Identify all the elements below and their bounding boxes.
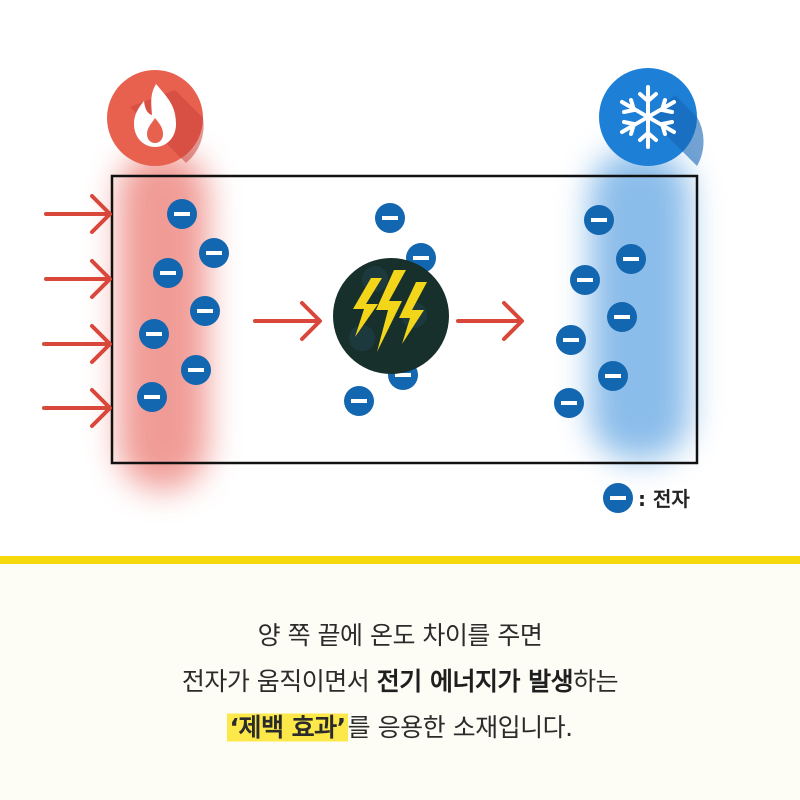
- heat-arrow: [44, 194, 112, 234]
- fire-icon: [107, 70, 204, 166]
- electron: [616, 244, 646, 274]
- flow-arrow-right: [456, 301, 524, 341]
- caption-text: 전자가 움직이면서: [181, 667, 377, 696]
- electron: [199, 238, 229, 268]
- electron: [167, 199, 197, 229]
- electron: [375, 203, 405, 233]
- electron: [607, 302, 637, 332]
- electron: [139, 319, 169, 349]
- heat-input-arrows: [42, 194, 112, 428]
- seebeck-diagram: [42, 68, 704, 513]
- electron: [344, 386, 374, 416]
- legend-electron-icon: [603, 483, 633, 513]
- flow-arrow-left: [253, 301, 322, 341]
- material-box: [110, 174, 699, 465]
- electron: [181, 355, 211, 385]
- caption-line-2: 전자가 움직이면서 전기 에너지가 발생하는: [0, 662, 800, 698]
- caption-text: 하는: [573, 667, 619, 696]
- electron: [554, 388, 584, 418]
- electron: [153, 258, 183, 288]
- caption-highlight: ‘제백 효과’: [227, 711, 348, 744]
- electron: [190, 296, 220, 326]
- electrons-hot-side: [137, 199, 229, 412]
- heat-arrow: [44, 259, 112, 299]
- electron: [584, 205, 614, 235]
- energy-generation: [333, 258, 449, 374]
- caption-text: 를 응용한 소재입니다.: [347, 713, 573, 742]
- divider: [0, 556, 800, 564]
- electron: [570, 265, 600, 295]
- electron: [556, 325, 586, 355]
- electron: [598, 361, 628, 391]
- caption: 양 쪽 끝에 온도 차이를 주면 전자가 움직이면서 전기 에너지가 발생하는 …: [0, 564, 800, 800]
- caption-line-1: 양 쪽 끝에 온도 차이를 주면: [0, 616, 800, 652]
- legend-label: : 전자: [638, 487, 690, 511]
- caption-text: 양 쪽 끝에 온도 차이를 주면: [257, 621, 543, 650]
- caption-bold: 전기 에너지가 발생: [376, 667, 574, 696]
- snowflake-icon: [599, 68, 704, 166]
- heat-arrow: [42, 324, 112, 364]
- heat-arrow: [42, 388, 112, 428]
- cold-glow: [590, 150, 690, 460]
- caption-line-3: ‘제백 효과’를 응용한 소재입니다.: [0, 708, 800, 744]
- electron: [137, 382, 167, 412]
- flow-arrows: [253, 301, 524, 341]
- electrons-cold-side: [554, 205, 646, 418]
- lightning-bolt-icon: [353, 270, 427, 352]
